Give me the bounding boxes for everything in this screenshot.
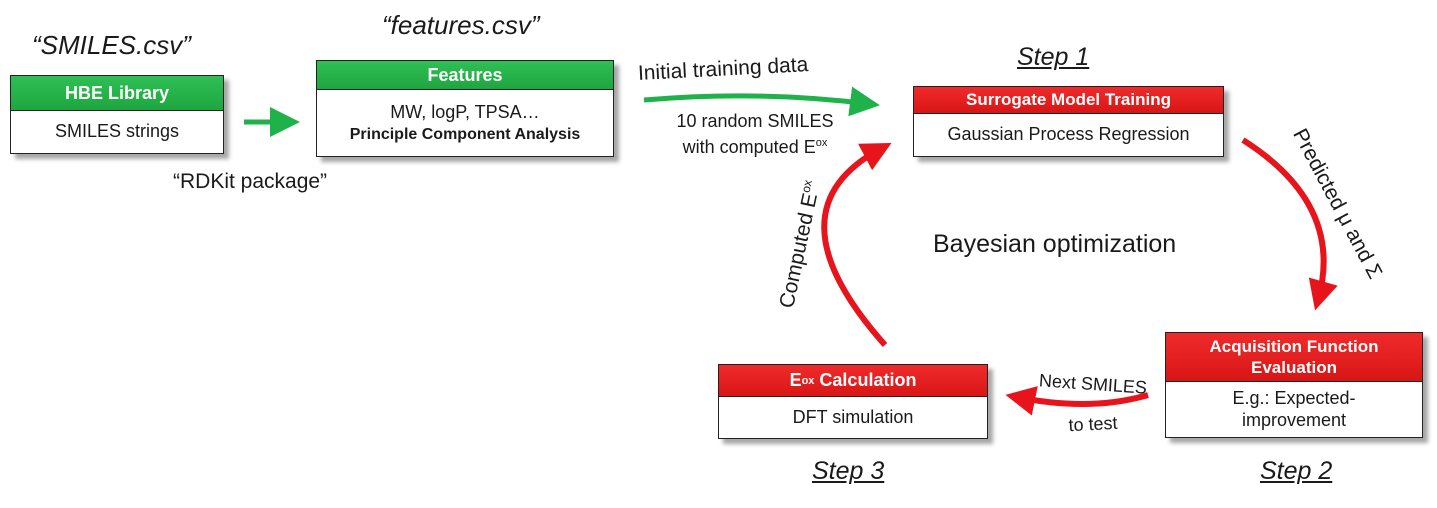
arrow-step2-to-step3 [1005, 386, 1149, 416]
acquisition-header-line-2: Evaluation [1251, 358, 1337, 377]
features-header: Features [317, 61, 613, 90]
surrogate-model-body: Gaussian Process Regression [947, 124, 1190, 144]
acquisition-body-line-2: improvement [1241, 410, 1347, 430]
bayesian-optimization-label: Bayesian optimization [933, 230, 1177, 258]
next-smiles-label: Next SMILES to test [1018, 364, 1168, 444]
initial-training-detail: 10 random SMILES with computed Eox [645, 110, 865, 158]
features-file-label: “features.csv” [382, 10, 540, 40]
initial-detail-line-2: with computed Eox [682, 137, 828, 157]
features-body: MW, logP, TPSA… Principle Component Anal… [317, 90, 613, 155]
acquisition-function-header: Acquisition Function Evaluation [1166, 333, 1422, 382]
acquisition-function-body: E.g.: Expected- improvement [1166, 382, 1422, 436]
arrow-step1-to-step2 [1241, 137, 1338, 311]
step-2-label: Step 2 [1260, 457, 1333, 485]
acquisition-function-box: Acquisition Function Evaluation E.g.: Ex… [1165, 332, 1423, 438]
smiles-file-label: “SMILES.csv” [32, 30, 191, 60]
step-3-label: Step 3 [812, 457, 885, 485]
features-box: Features MW, logP, TPSA… Principle Compo… [316, 60, 614, 157]
hbe-library-body: SMILES strings [54, 121, 180, 141]
acquisition-body-line-1: E.g.: Expected- [1232, 388, 1356, 408]
step-1-label: Step 1 [1017, 43, 1090, 71]
arrow-step3-to-step1 [821, 142, 892, 347]
arrow-features-to-step1 [643, 86, 880, 117]
hbe-library-box: HBE Library SMILES strings [10, 75, 224, 154]
surrogate-model-header: Surrogate Model Training [914, 87, 1223, 114]
next-smiles-line-2: to test [1067, 412, 1119, 436]
eox-calculation-body: DFT simulation [792, 406, 914, 427]
hbe-library-header: HBE Library [11, 76, 223, 111]
acquisition-header-line-1: Acquisition Function [1209, 337, 1379, 356]
initial-detail-line-1: 10 random SMILES [676, 111, 834, 131]
features-line-1: MW, logP, TPSA… [390, 101, 540, 122]
features-line-2: Principle Component Analysis [349, 125, 581, 143]
surrogate-model-box: Surrogate Model Training Gaussian Proces… [913, 86, 1224, 157]
rdkit-label: “RDKit package” [173, 170, 328, 193]
